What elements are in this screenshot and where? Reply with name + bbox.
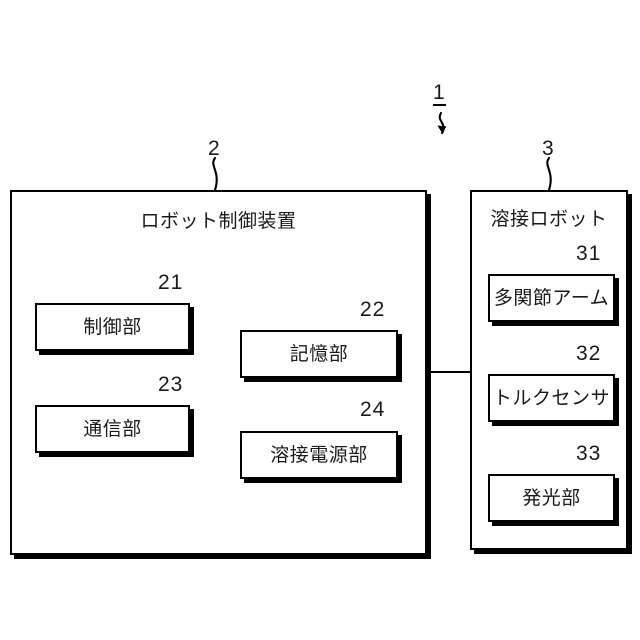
welding-robot-title: 溶接ロボット [490,209,608,230]
leader-line-3 [546,156,552,192]
ref-numeral-3: 3 [542,137,555,160]
storage-unit-box[interactable]: 記憶部 [240,330,398,378]
welding-power-unit-box[interactable]: 溶接電源部 [240,431,398,479]
system-leader-arrow [437,111,447,135]
control-unit-label: 制御部 [83,316,142,338]
ref-numeral-32: 32 [576,342,602,365]
ref-numeral-24: 24 [360,398,386,421]
light-emitting-unit-box[interactable]: 発光部 [488,474,615,522]
light-emitting-unit-label: 発光部 [522,487,581,509]
articulated-arm-box[interactable]: 多関節アーム [488,274,615,322]
leader-line-2 [212,156,218,192]
torque-sensor-box[interactable]: トルクセンサ [488,374,615,422]
robot-controller-title: ロボット制御装置 [140,211,297,232]
ref-numeral-23: 23 [158,373,184,396]
ref-numeral-2: 2 [208,137,221,160]
ref-numeral-31: 31 [576,242,602,265]
communication-unit-label: 通信部 [83,418,142,440]
storage-unit-label: 記憶部 [289,343,349,365]
ref-numeral-33: 33 [576,442,602,465]
control-unit-box[interactable]: 制御部 [35,303,190,351]
ref-numeral-system: 1 [433,81,446,106]
communication-unit-box[interactable]: 通信部 [35,405,190,453]
ref-numeral-22: 22 [360,298,386,321]
welding-power-unit-label: 溶接電源部 [270,444,368,466]
torque-sensor-label: トルクセンサ [492,387,610,409]
articulated-arm-label: 多関節アーム [493,287,610,309]
ref-numeral-21: 21 [158,271,184,294]
